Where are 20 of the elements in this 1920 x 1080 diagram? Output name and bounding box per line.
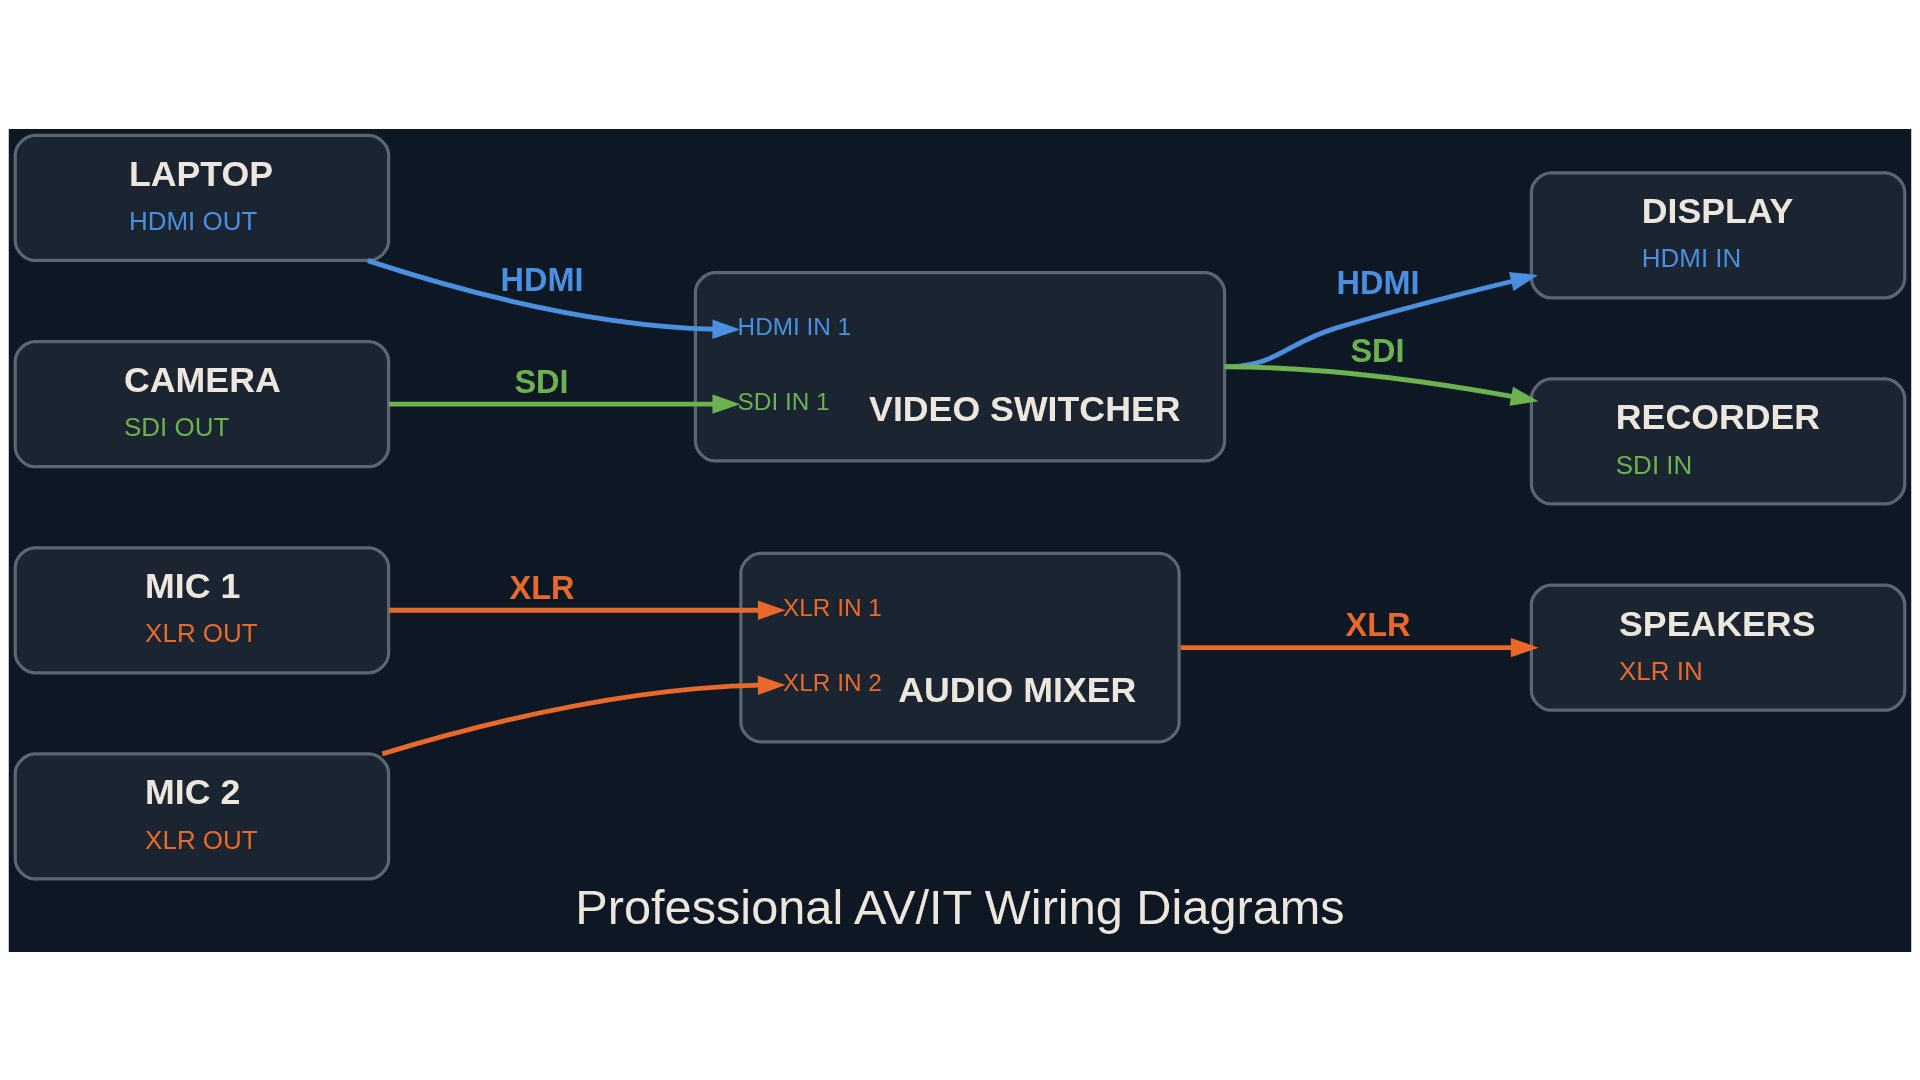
edge-label: XLR (1345, 606, 1411, 643)
node-box: SPEAKERS XLR IN (1529, 583, 1907, 712)
arrow (367, 257, 741, 339)
edge-label: XLR (509, 569, 575, 606)
node-box: MIC 1 XLR OUT (13, 545, 391, 674)
caption: Professional AV/IT Wiring Diagrams (575, 879, 1345, 934)
arrow (1224, 363, 1539, 406)
node-box: CAMERA SDI OUT (13, 339, 391, 468)
edge-label: SDI (1350, 332, 1405, 369)
arrow (389, 393, 741, 414)
node-box: DISPLAY HDMI IN (1529, 170, 1907, 299)
node-box: MIC 2 XLR OUT (13, 751, 391, 881)
arrow (389, 600, 786, 620)
node-box: LAPTOP HDMI OUT (13, 133, 391, 262)
arrow (381, 675, 786, 756)
edge-label: HDMI (1336, 264, 1420, 301)
node-box: RECORDER SDI IN (1529, 376, 1907, 506)
edge-label: SDI (514, 363, 569, 400)
edge-label: HDMI (500, 261, 584, 298)
arrow (1180, 637, 1539, 657)
